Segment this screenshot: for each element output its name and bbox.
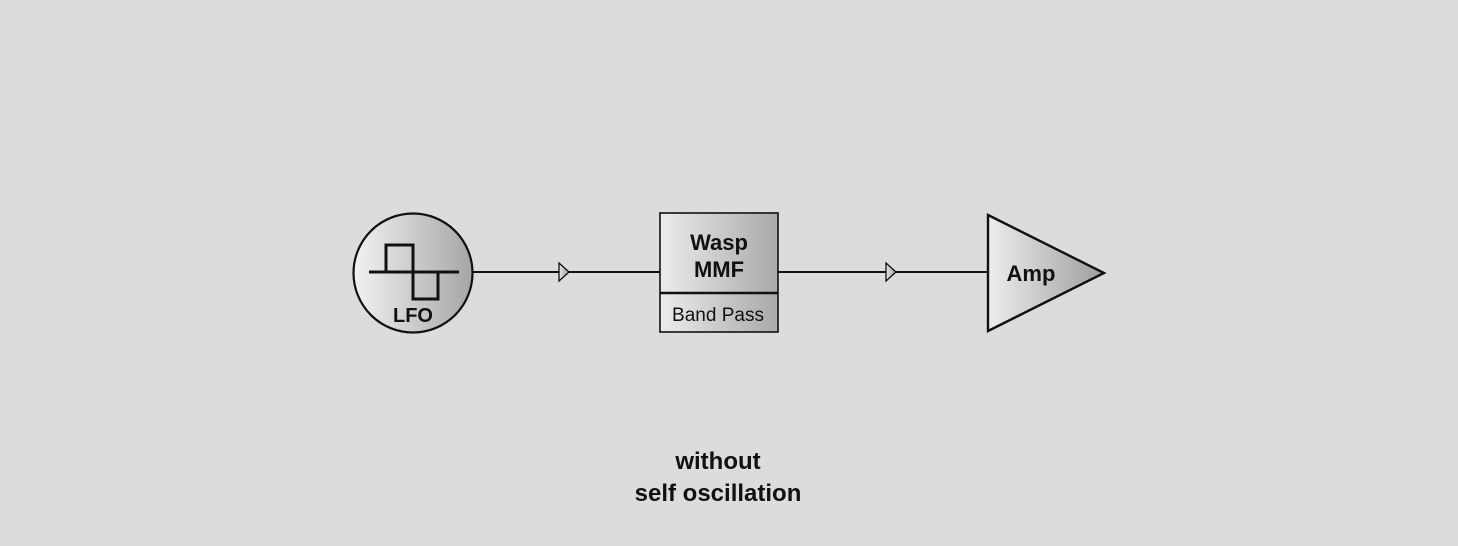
lfo-label: LFO — [393, 305, 433, 327]
diagram-caption: without self oscillation — [0, 446, 1436, 510]
filter-title-line1: Wasp — [690, 230, 748, 255]
filter-node: Wasp MMF Band Pass — [659, 212, 779, 333]
lfo-to-filter-arrow-icon — [558, 261, 570, 283]
filter-to-amp-arrow-icon — [885, 261, 897, 283]
filter-box — [659, 212, 779, 333]
filter-mode-label: Band Pass — [672, 305, 764, 326]
amp-label: Amp — [1007, 261, 1056, 286]
amp-node: Amp — [986, 213, 1107, 333]
filter-title-line2: MMF — [694, 257, 744, 282]
lfo-node: LFO — [352, 212, 474, 334]
caption-line2: self oscillation — [634, 480, 802, 507]
amp-triangle — [986, 213, 1107, 333]
square-wave-icon — [369, 243, 459, 301]
caption-line1: without — [675, 448, 761, 475]
